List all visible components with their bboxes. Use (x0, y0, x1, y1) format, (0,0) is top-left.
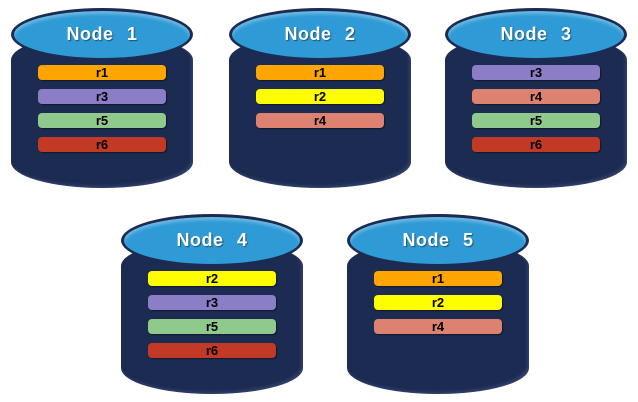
record-bar: r1 (256, 65, 384, 80)
record-label: r4 (431, 319, 445, 334)
record-list: r1 r3 r5 r6 (38, 65, 166, 152)
record-label: r1 (313, 65, 327, 80)
record-list: r3 r4 r5 r6 (472, 65, 600, 152)
record-label: r5 (205, 319, 219, 334)
database-node: Node 3 r3 r4 r5 r6 (445, 8, 627, 188)
record-label: r2 (313, 89, 327, 104)
record-label: r2 (205, 271, 219, 286)
record-bar: r3 (38, 89, 166, 104)
record-label: r3 (205, 295, 219, 310)
record-bar: r2 (148, 271, 276, 286)
node-label: Node 1 (66, 24, 138, 44)
record-label: r5 (95, 113, 109, 128)
node-label: Node 4 (176, 230, 248, 250)
record-bar: r3 (148, 295, 276, 310)
cylinder-top-ellipse: Node 4 (121, 214, 303, 267)
database-node: Node 4 r2 r3 r5 r6 (121, 214, 303, 394)
record-label: r6 (529, 137, 543, 152)
record-label: r3 (529, 65, 543, 80)
record-list: r1 r2 r4 (256, 65, 384, 128)
record-bar: r5 (38, 113, 166, 128)
node-label: Node 2 (284, 24, 356, 44)
record-label: r1 (431, 271, 445, 286)
record-label: r1 (95, 65, 109, 80)
record-bar: r4 (374, 319, 502, 334)
record-bar: r2 (374, 295, 502, 310)
record-label: r5 (529, 113, 543, 128)
record-bar: r5 (472, 113, 600, 128)
record-label: r4 (529, 89, 543, 104)
record-label: r2 (431, 295, 445, 310)
record-bar: r1 (374, 271, 502, 286)
record-label: r6 (95, 137, 109, 152)
database-node: Node 1 r1 r3 r5 r6 (11, 8, 193, 188)
record-list: r2 r3 r5 r6 (148, 271, 276, 358)
record-bar: r2 (256, 89, 384, 104)
cylinder-top-ellipse: Node 3 (445, 8, 627, 61)
record-bar: r4 (256, 113, 384, 128)
record-bar: r4 (472, 89, 600, 104)
cylinder-top-ellipse: Node 1 (11, 8, 193, 61)
record-bar: r5 (148, 319, 276, 334)
database-node: Node 5 r1 r2 r4 (347, 214, 529, 394)
record-label: r4 (313, 113, 327, 128)
record-bar: r6 (472, 137, 600, 152)
cylinder-top-ellipse: Node 5 (347, 214, 529, 267)
record-bar: r1 (38, 65, 166, 80)
node-label: Node 5 (402, 230, 474, 250)
node-label: Node 3 (500, 24, 572, 44)
record-bar: r6 (38, 137, 166, 152)
record-list: r1 r2 r4 (374, 271, 502, 334)
cylinder-top-ellipse: Node 2 (229, 8, 411, 61)
record-label: r6 (205, 343, 219, 358)
record-label: r3 (95, 89, 109, 104)
record-bar: r3 (472, 65, 600, 80)
database-node: Node 2 r1 r2 r4 (229, 8, 411, 188)
record-bar: r6 (148, 343, 276, 358)
